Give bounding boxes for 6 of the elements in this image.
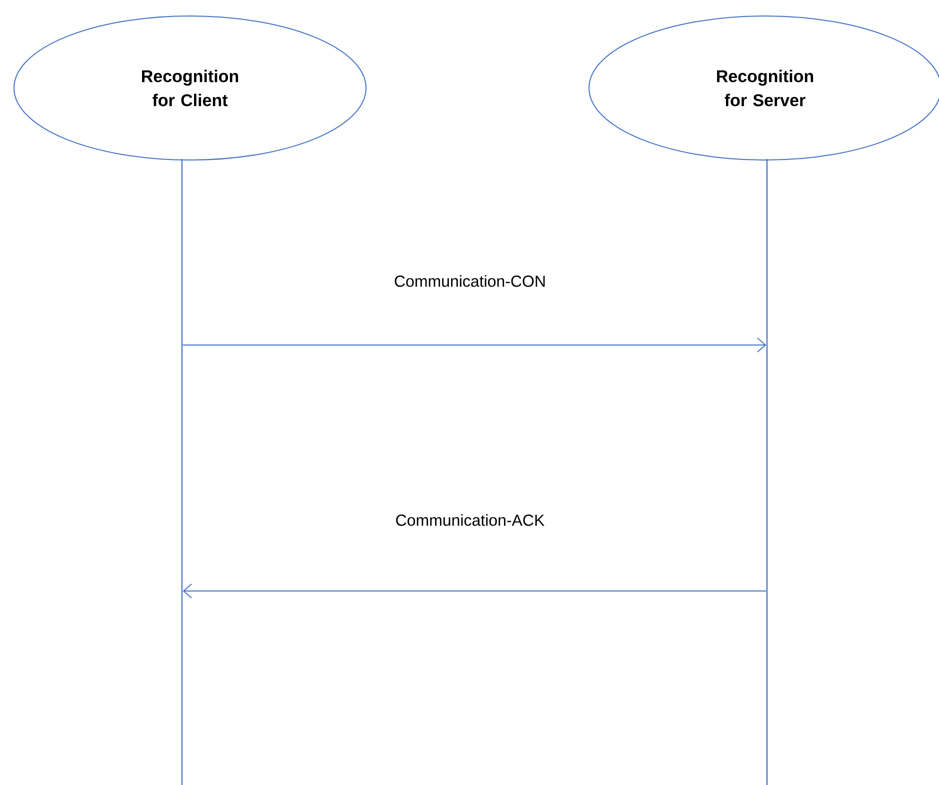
lifeline xyxy=(181,159,183,785)
arrow xyxy=(182,584,767,598)
edge-label: Communication-CON xyxy=(392,273,548,289)
edge-label: Communication-ACK xyxy=(393,512,547,528)
lifeline xyxy=(766,159,768,785)
arrow xyxy=(182,338,766,352)
